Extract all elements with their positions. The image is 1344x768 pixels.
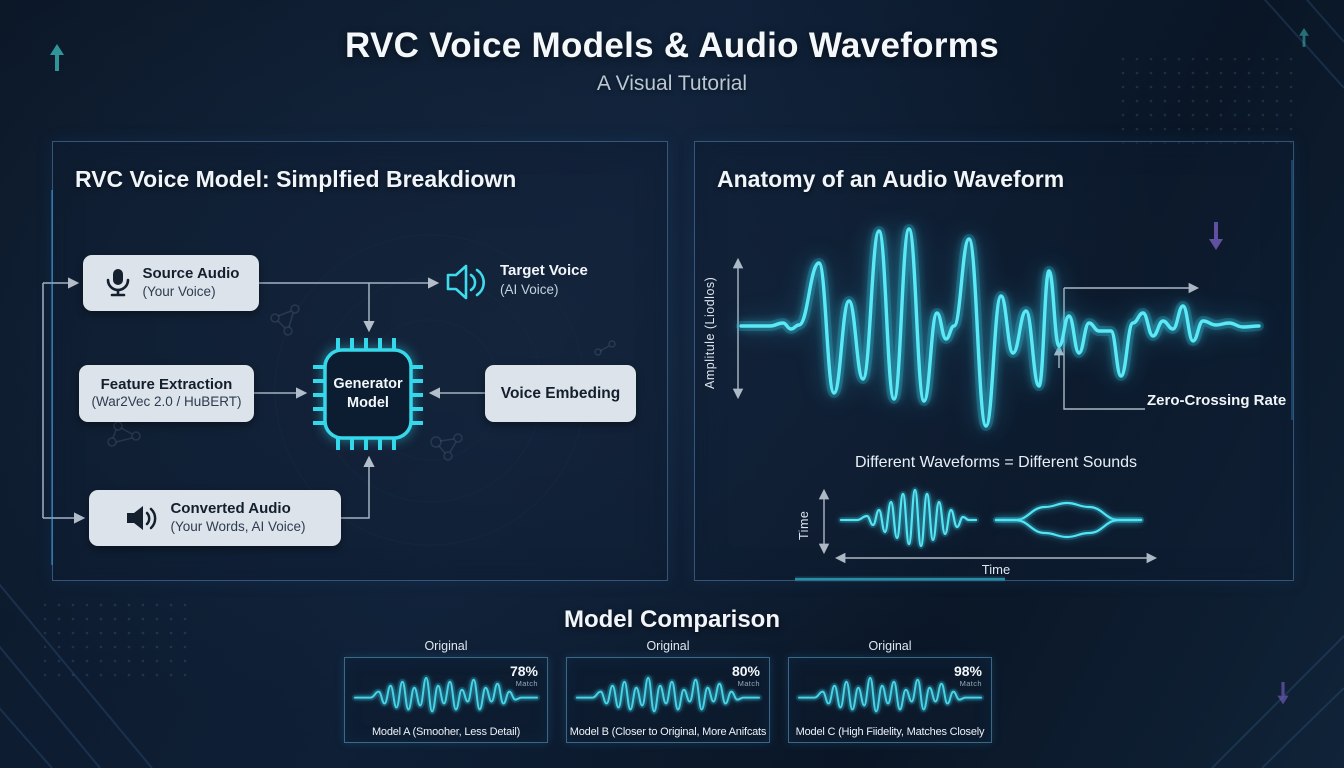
- time-axis-vertical-label: Time: [797, 510, 811, 540]
- time-axis-horizontal-label: Time: [981, 562, 1011, 577]
- waveform-diagram: [732, 224, 1264, 564]
- speaker-icon: [127, 506, 157, 530]
- chip-icon: [313, 338, 423, 450]
- generator-model-label: Generator Model: [333, 376, 403, 411]
- feature-extraction-title: Feature Extraction: [100, 375, 233, 393]
- target-voice-speaker-icon: [446, 264, 486, 300]
- card-waveform: [573, 674, 763, 715]
- match-percent: 80% Match: [731, 663, 760, 689]
- card-waveform: [795, 674, 985, 715]
- source-audio-title: Source Audio: [142, 265, 240, 283]
- molecule-decor: [107, 304, 616, 461]
- original-label: Original: [424, 639, 468, 653]
- target-voice-label: Target Voice (AI Voice): [500, 261, 588, 298]
- right-panel-title: Anatomy of an Audio Waveform: [717, 166, 1065, 192]
- match-percent: 78% Match: [509, 663, 538, 689]
- left-panel-title: RVC Voice Model: Simplfied Breakdiown: [75, 166, 517, 192]
- target-voice-title: Target Voice: [500, 262, 588, 279]
- card-caption: Model B (Closer to Original, More Anifca…: [569, 726, 767, 738]
- source-audio-subtitle: (Your Voice): [142, 283, 216, 299]
- feature-extraction-box: Feature Extraction (War2Vec 2.0 / HuBERT…: [79, 365, 254, 422]
- feature-extraction-subtitle: (War2Vec 2.0 / HuBERT): [91, 394, 242, 410]
- amplitude-axis-label: Amplitule (Liodlos): [703, 276, 717, 389]
- flow-connectors: [42, 277, 485, 524]
- burst-waveform: [839, 488, 978, 548]
- voice-embedding-title: Voice Embeding: [500, 384, 621, 402]
- target-voice-subtitle: (AI Voice): [500, 281, 559, 297]
- zero-crossing-label: Zero-Crossing Rate: [1147, 392, 1287, 409]
- original-label: Original: [646, 639, 690, 653]
- converted-audio-subtitle: (Your Words, AI Voice): [170, 518, 306, 534]
- original-label: Original: [868, 639, 912, 653]
- card-caption: Model C (High Fiidelity, Matches Closely: [795, 726, 985, 738]
- rvc-model-panel: RVC Voice Model: Simplfied Breakdiown: [42, 141, 668, 581]
- converted-audio-title: Converted Audio: [170, 500, 291, 518]
- card-waveform: [351, 674, 541, 715]
- match-percent: 98% Match: [953, 663, 982, 689]
- dot-grid-decor: [1118, 58, 1302, 150]
- page-title: RVC Voice Models & Audio Waveforms: [345, 26, 999, 65]
- model-card-b: 80% Match Model B (Closer to Original, M…: [566, 657, 770, 743]
- model-comparison-title: Model Comparison: [563, 606, 780, 633]
- waveform-panel: Anatomy of an Audio Waveform: [694, 141, 1294, 581]
- envelope-waveform-bottom: [994, 518, 1143, 539]
- model-card-c: 98% Match Model C (High Fiidelity, Match…: [788, 657, 992, 743]
- generator-model-chip: Generator Model: [311, 336, 425, 452]
- model-card-c-wrap: Original 98% Match Model C (High Fiideli…: [788, 639, 992, 743]
- converted-audio-box: Converted Audio (Your Words, AI Voice): [89, 490, 341, 546]
- main-waveform: [739, 227, 1261, 428]
- model-card-a-wrap: Original 78% Match Model A (Smooher, Les…: [344, 639, 548, 743]
- annotation-lines: [732, 257, 1200, 564]
- source-audio-box: Source Audio (Your Voice): [83, 255, 259, 311]
- microphone-icon: [106, 269, 129, 297]
- page-subtitle: A Visual Tutorial: [596, 72, 748, 95]
- card-caption: Model A (Smooher, Less Detail): [371, 726, 521, 738]
- model-card-b-wrap: Original 80% Match Model B (Closer to Or…: [566, 639, 770, 743]
- different-waveforms-caption: Different Waveforms = Different Sounds: [854, 454, 1138, 471]
- model-card-a: 78% Match Model A (Smooher, Less Detail): [344, 657, 548, 743]
- voice-embedding-box: Voice Embeding: [485, 365, 636, 422]
